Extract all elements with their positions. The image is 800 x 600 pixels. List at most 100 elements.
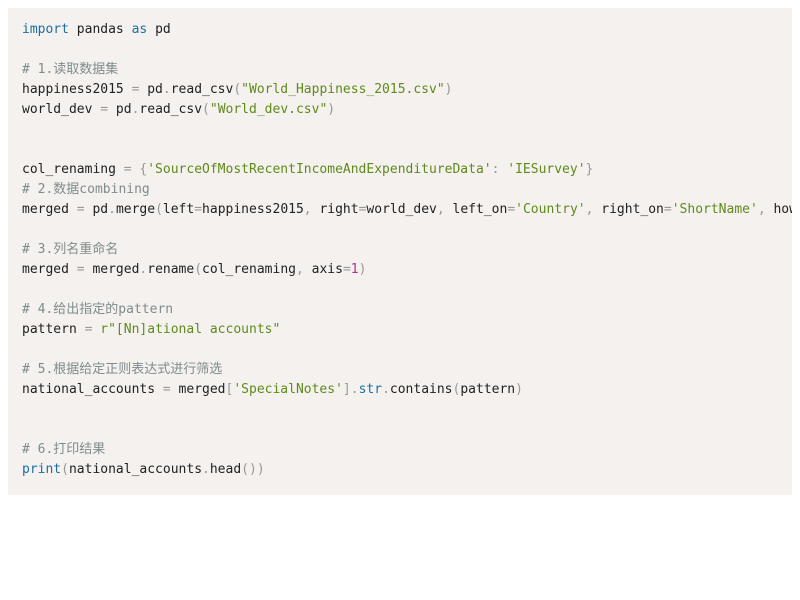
code-token-punct: = <box>342 262 351 277</box>
code-token-keyword: print <box>22 462 62 477</box>
code-token-punct: = <box>131 82 140 97</box>
code-line <box>22 140 792 160</box>
code-token-plain: head <box>209 462 242 477</box>
code-token-punct: = <box>100 102 109 117</box>
code-line: pattern = r"[Nn]ational accounts" <box>22 320 792 340</box>
code-token-keyword: str <box>358 382 383 397</box>
code-token-keyword: import <box>22 22 69 37</box>
code-token-string: 'SourceOfMostRecentIncomeAndExpenditureD… <box>147 162 492 177</box>
code-token-punct: ( <box>452 382 461 397</box>
code-token-plain: merged <box>170 382 226 397</box>
code-token-plain: left_on <box>444 202 508 217</box>
code-token-plain: pd <box>139 82 163 97</box>
code-token-plain: pattern <box>460 382 516 397</box>
code-token-plain: national_accounts <box>22 382 163 397</box>
code-token-punct: ( <box>194 262 203 277</box>
code-token-string: 'Country' <box>515 202 586 217</box>
code-token-punct: ) <box>515 382 523 397</box>
code-token-punct: ( <box>155 202 163 217</box>
code-token-plain: world_dev <box>366 202 437 217</box>
code-line: # 4.给出指定的pattern <box>22 300 792 320</box>
code-line: print(national_accounts.head()) <box>22 460 792 480</box>
code-token-plain: merged <box>22 202 77 217</box>
code-token-punct: . <box>108 202 116 217</box>
code-token-punct: ) <box>444 82 453 97</box>
code-token-comment: # 4.给出指定的pattern <box>22 302 174 317</box>
code-token-plain: merged <box>22 262 77 277</box>
code-line: # 5.根据给定正则表达式进行筛选 <box>22 360 792 380</box>
code-line: import pandas as pd <box>22 20 792 40</box>
code-token-punct: . <box>131 102 140 117</box>
code-token-punct: , <box>585 202 594 217</box>
code-token-punct: . <box>202 462 210 477</box>
code-line <box>22 400 792 420</box>
code-token-punct: ( <box>61 462 69 477</box>
code-token-plain: how <box>773 202 792 217</box>
code-token-punct: [ <box>225 382 234 397</box>
code-token-punct: , <box>303 202 312 217</box>
code-token-plain: happiness2015 <box>22 82 132 97</box>
code-token-string: "World_Happiness_2015.csv" <box>241 82 445 97</box>
code-line: # 1.读取数据集 <box>22 60 792 80</box>
code-token-punct: . <box>162 82 171 97</box>
code-token-plain: pd <box>108 102 132 117</box>
code-token-plain: right_on <box>593 202 664 217</box>
code-token-plain: col_renaming <box>202 262 296 277</box>
code-token-punct: ]. <box>342 382 359 397</box>
code-token-punct: = <box>358 202 367 217</box>
code-token-plain: pd <box>147 22 171 37</box>
code-line <box>22 340 792 360</box>
code-token-punct: = <box>76 262 85 277</box>
code-token-punct: } <box>585 162 594 177</box>
code-token-plain: world_dev <box>22 102 101 117</box>
code-token-punct: = <box>84 322 93 337</box>
code-token-comment: # 1.读取数据集 <box>22 62 119 77</box>
code-token-punct: = <box>507 202 516 217</box>
code-token-punct: : <box>491 162 500 177</box>
code-token-plain: col_renaming <box>22 162 124 177</box>
code-token-string: 'ShortName' <box>671 202 758 217</box>
code-token-plain: axis <box>303 262 343 277</box>
code-token-punct: = <box>162 382 171 397</box>
code-line: # 2.数据combining <box>22 180 792 200</box>
code-token-punct: ) <box>358 262 367 277</box>
code-token-punct: . <box>139 262 148 277</box>
code-line <box>22 420 792 440</box>
code-token-plain: pattern <box>22 322 85 337</box>
code-token-string: 'SpecialNotes' <box>233 382 343 397</box>
code-token-punct: , <box>757 202 766 217</box>
code-token-string: "World_dev.csv" <box>209 102 328 117</box>
code-line: merged = merged.rename(col_renaming, axi… <box>22 260 792 280</box>
code-line: col_renaming = {'SourceOfMostRecentIncom… <box>22 160 792 180</box>
code-token-plain: pd <box>84 202 109 217</box>
code-token-plain: pandas <box>68 22 132 37</box>
code-token-punct: ()) <box>241 462 265 477</box>
code-line <box>22 220 792 240</box>
code-token-plain: left <box>162 202 195 217</box>
code-token-plain: read_csv <box>170 82 234 97</box>
code-token-plain: national_accounts <box>68 462 203 477</box>
code-token-comment: # 5.根据给定正则表达式进行筛选 <box>22 362 223 377</box>
code-token-punct: , <box>436 202 445 217</box>
code-token-punct: = <box>663 202 672 217</box>
code-line <box>22 40 792 60</box>
code-line: world_dev = pd.read_csv("World_dev.csv") <box>22 100 792 120</box>
code-token-keyword: as <box>131 22 148 37</box>
code-token-plain: right <box>311 202 359 217</box>
code-token-plain: contains <box>389 382 453 397</box>
code-token-punct: { <box>139 162 148 177</box>
code-token-plain: merge <box>115 202 156 217</box>
code-token-plain: happiness2015 <box>202 202 304 217</box>
code-token-plain: rename <box>147 262 195 277</box>
code-token-number: 1 <box>350 262 359 277</box>
code-line: happiness2015 = pd.read_csv("World_Happi… <box>22 80 792 100</box>
code-line: merged = pd.merge(left=happiness2015, ri… <box>22 200 792 220</box>
code-token-string: r"[Nn]ational accounts" <box>100 322 281 337</box>
code-token-plain: read_csv <box>139 102 203 117</box>
code-token-punct: ( <box>233 82 242 97</box>
code-token-punct: = <box>194 202 203 217</box>
code-token-string: 'IESurvey' <box>507 162 586 177</box>
code-line: # 3.列名重命名 <box>22 240 792 260</box>
code-token-punct: . <box>382 382 390 397</box>
code-token-punct: = <box>123 162 132 177</box>
